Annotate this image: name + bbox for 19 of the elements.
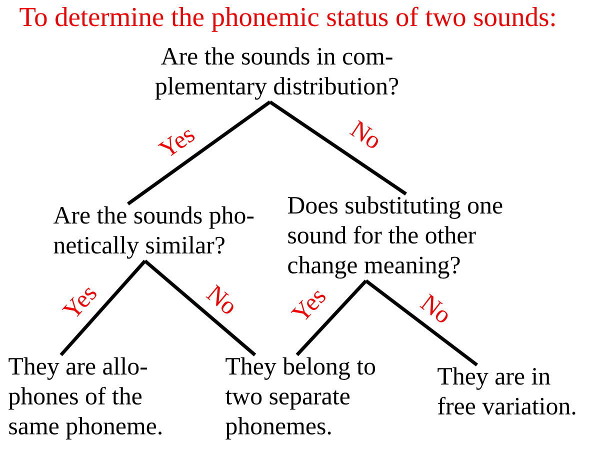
conclusion-text: They are in free variation. <box>438 367 576 415</box>
branch-line <box>144 260 256 356</box>
edge-label: Yes <box>62 288 96 317</box>
branch-line <box>60 260 146 356</box>
edge-label: Yes <box>290 290 326 320</box>
edge-label: Yes <box>158 130 195 156</box>
title: To determine the phonemic status of two sounds: <box>20 6 555 32</box>
question-text: Does substituting one sound for the other change meaning? <box>288 196 502 279</box>
edge-label: No <box>349 120 378 148</box>
branch-line <box>126 100 272 206</box>
branch-line <box>296 280 368 356</box>
question-text: Are the sounds in com- plementary distribution? <box>155 47 398 100</box>
conclusion-text: They belong to two separate phonemes. <box>225 357 376 440</box>
branch-line <box>269 100 407 196</box>
branch-line <box>364 279 478 366</box>
edge-label: No <box>420 294 448 322</box>
question-text: Are the sounds pho- netically similar? <box>53 206 254 259</box>
conclusion-text: They are allo- phones of the same phoneme. <box>8 357 162 440</box>
edge-label: No <box>206 284 234 314</box>
